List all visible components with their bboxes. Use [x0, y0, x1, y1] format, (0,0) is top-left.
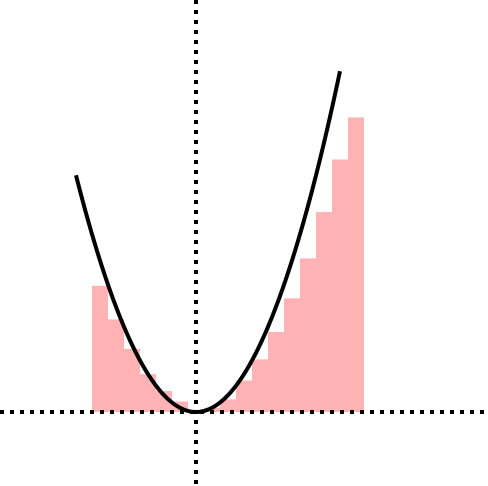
riemann-bars: [92, 117, 364, 412]
riemann-bar-15: [316, 212, 332, 412]
riemann-bar-13: [284, 298, 300, 412]
curve-layer: [74, 70, 342, 415]
riemann-bar-11: [252, 359, 268, 412]
parabola-curve: [74, 70, 342, 415]
riemann-bar-5: [156, 390, 172, 412]
riemann-bar-12: [268, 332, 284, 412]
riemann-bar-3: [124, 348, 140, 412]
riemann-bar-10: [236, 380, 252, 412]
riemann-bar-9: [220, 399, 236, 412]
riemann-bar-16: [332, 159, 348, 412]
riemann-bar-1: [92, 285, 108, 412]
riemann-bar-2: [108, 319, 124, 412]
riemann-bar-14: [300, 258, 316, 412]
riemann-bar-17: [348, 117, 364, 412]
